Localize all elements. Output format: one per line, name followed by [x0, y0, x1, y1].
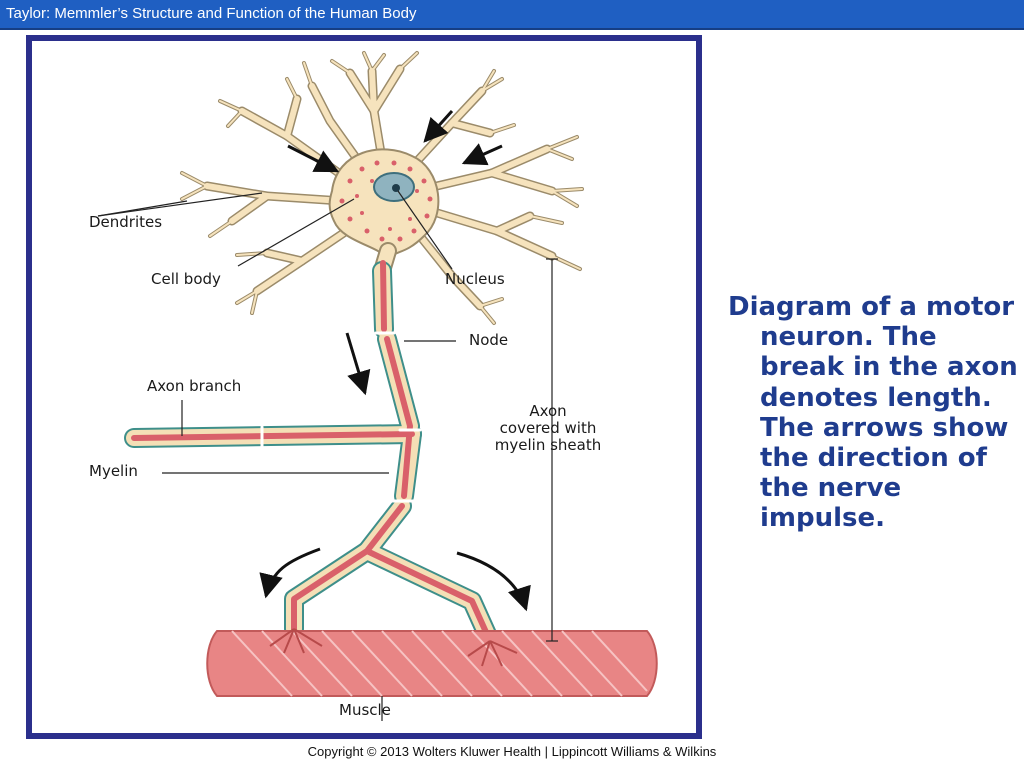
label-axon-line1: Axon: [529, 402, 566, 420]
axon: [124, 242, 500, 651]
nucleus: [373, 172, 415, 202]
label-node: Node: [469, 331, 508, 349]
label-axon-line3: myelin sheath: [495, 436, 601, 454]
label-dendrites: Dendrites: [89, 213, 162, 231]
label-cell-body: Cell body: [151, 270, 221, 288]
dendrites: [180, 51, 584, 325]
caption-text: Diagram of a motor neuron. The break in …: [728, 292, 1018, 534]
label-muscle: Muscle: [339, 701, 391, 719]
leader-lines: [97, 190, 558, 721]
figure-frame: Dendrites Cell body Nucleus Node Axon br…: [26, 35, 702, 739]
label-myelin: Myelin: [89, 462, 138, 480]
impulse-arrows: [259, 109, 531, 612]
label-axon-branch: Axon branch: [147, 377, 241, 395]
header-bar: Taylor: Memmler’s Structure and Function…: [0, 0, 1024, 30]
muscle: [206, 628, 658, 697]
header-title: Taylor: Memmler’s Structure and Function…: [6, 5, 417, 22]
label-nucleus: Nucleus: [445, 270, 505, 288]
neuron-diagram: Dendrites Cell body Nucleus Node Axon br…: [89, 51, 658, 721]
label-axon-line2: covered with: [500, 419, 597, 437]
copyright-footer: Copyright © 2013 Wolters Kluwer Health |…: [307, 744, 717, 759]
cell-body: [328, 148, 440, 257]
